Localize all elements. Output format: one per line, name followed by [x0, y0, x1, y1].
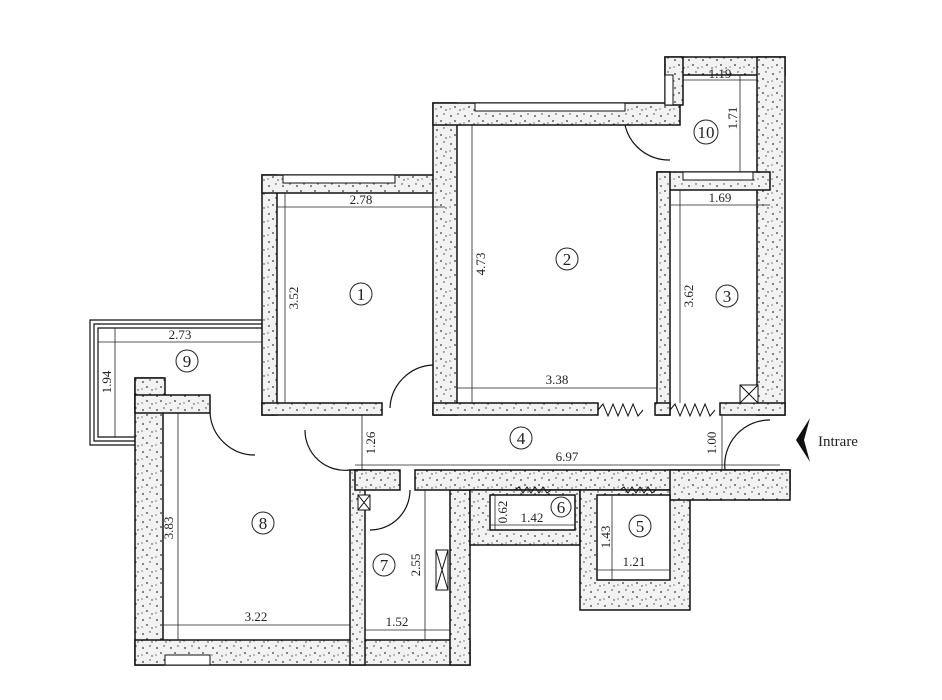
- dim-room3-height: 3.62: [681, 285, 696, 308]
- dim-room8-width: 3.22: [245, 609, 268, 624]
- dim-room5-height: 1.43: [598, 526, 613, 549]
- room-numbers: [175, 119, 739, 577]
- walls: [134, 56, 791, 666]
- room-number-labels: 1 2 3 4 5 6 7 8 9 10: [183, 123, 732, 575]
- room-2-number: 2: [563, 250, 572, 269]
- dim-room9-width: 2.73: [169, 327, 192, 342]
- dim-room10-width: 1.19: [709, 66, 732, 81]
- dim-room7-height: 2.55: [408, 554, 423, 577]
- room-4-number: 4: [517, 429, 526, 448]
- room-6-number: 6: [557, 498, 566, 517]
- dim-room2-height: 4.73: [473, 253, 488, 276]
- room-5-number: 5: [636, 517, 645, 536]
- room-10-number: 10: [698, 123, 715, 142]
- entrance-label: Intrare: [818, 434, 858, 450]
- dim-room7-width: 1.52: [386, 614, 409, 629]
- room-8-number: 8: [259, 514, 268, 533]
- dim-room4-width: 6.97: [556, 449, 579, 464]
- dim-room1-width: 2.78: [350, 192, 373, 207]
- dim-room6-width: 1.42: [521, 510, 544, 525]
- doors: [209, 124, 771, 531]
- dim-room1-height: 3.52: [286, 287, 301, 310]
- entrance-arrow-icon: [796, 418, 810, 462]
- dim-room5-width: 1.21: [623, 554, 646, 569]
- ventilation-boxes: [357, 384, 759, 591]
- dim-room4-height-right: 1.00: [704, 432, 719, 455]
- dim-room8-height: 3.83: [161, 517, 176, 540]
- windows: [164, 74, 754, 666]
- dim-room10-height: 1.71: [725, 107, 740, 130]
- dimension-lines: [98, 75, 780, 640]
- dim-room6-height: 0.62: [495, 501, 510, 524]
- dimension-labels: 2.78 3.52 3.38 4.73 1.69 3.62 1.19 1.71 …: [99, 66, 740, 629]
- room-1-number: 1: [357, 285, 366, 304]
- balcony-9: [89, 319, 262, 446]
- dim-room3-width: 1.69: [709, 190, 732, 205]
- room-interiors: [489, 494, 671, 581]
- room-3-number: 3: [723, 287, 732, 306]
- dim-room2-width: 3.38: [546, 372, 569, 387]
- dim-room9-height: 1.94: [99, 370, 114, 393]
- dim-room4-height-left: 1.26: [363, 431, 378, 454]
- sliding-doors: [514, 402, 716, 494]
- room-7-number: 7: [380, 556, 389, 575]
- room-9-number: 9: [183, 352, 192, 371]
